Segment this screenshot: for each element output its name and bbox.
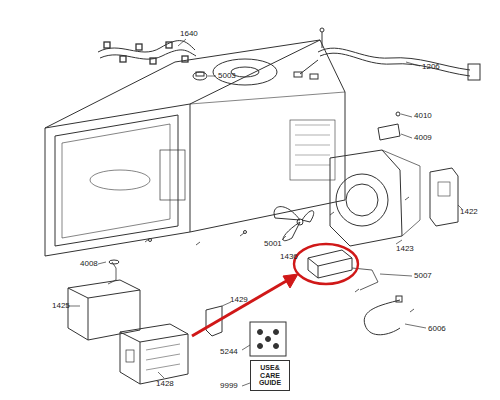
callout-number: 1425 xyxy=(52,302,70,310)
callout-number: 1428 xyxy=(156,380,174,388)
control-board xyxy=(378,112,400,140)
highlight-circle xyxy=(294,244,358,284)
screw-pack xyxy=(250,322,286,356)
callout-number: 1640 xyxy=(180,30,198,38)
callout-number: 5244 xyxy=(220,348,238,356)
callout-number: 5003 xyxy=(218,72,236,80)
blower-assembly xyxy=(330,150,420,246)
callout-number: 5001 xyxy=(264,240,282,248)
guide-booklet: USE& CARE GUIDE xyxy=(250,360,290,391)
oven-cavity xyxy=(45,40,345,256)
switch-assembly xyxy=(430,168,458,226)
screws xyxy=(145,197,414,312)
callout-number: 1422 xyxy=(460,208,478,216)
callout-number: 6006 xyxy=(428,325,446,333)
transformer xyxy=(68,260,140,340)
callout-number: 1436 xyxy=(280,253,298,261)
callout-number: 1429 xyxy=(230,296,248,304)
wire-harness xyxy=(98,41,196,64)
callout-number: 4010 xyxy=(414,112,432,120)
thermostat xyxy=(193,72,207,80)
callout-number: 5007 xyxy=(414,272,432,280)
callout-number: 4009 xyxy=(414,134,432,142)
booklet-title: USE& CARE GUIDE xyxy=(253,364,287,387)
magnetron xyxy=(120,324,188,384)
callout-number: 1206 xyxy=(422,63,440,71)
callout-number: 1423 xyxy=(396,245,414,253)
callout-number: 4008 xyxy=(80,260,98,268)
power-cord xyxy=(294,28,480,80)
wire-lead xyxy=(364,296,402,335)
fan-blade xyxy=(274,207,314,241)
callout-number: 9999 xyxy=(220,382,238,390)
pointer-arrow xyxy=(192,274,298,336)
